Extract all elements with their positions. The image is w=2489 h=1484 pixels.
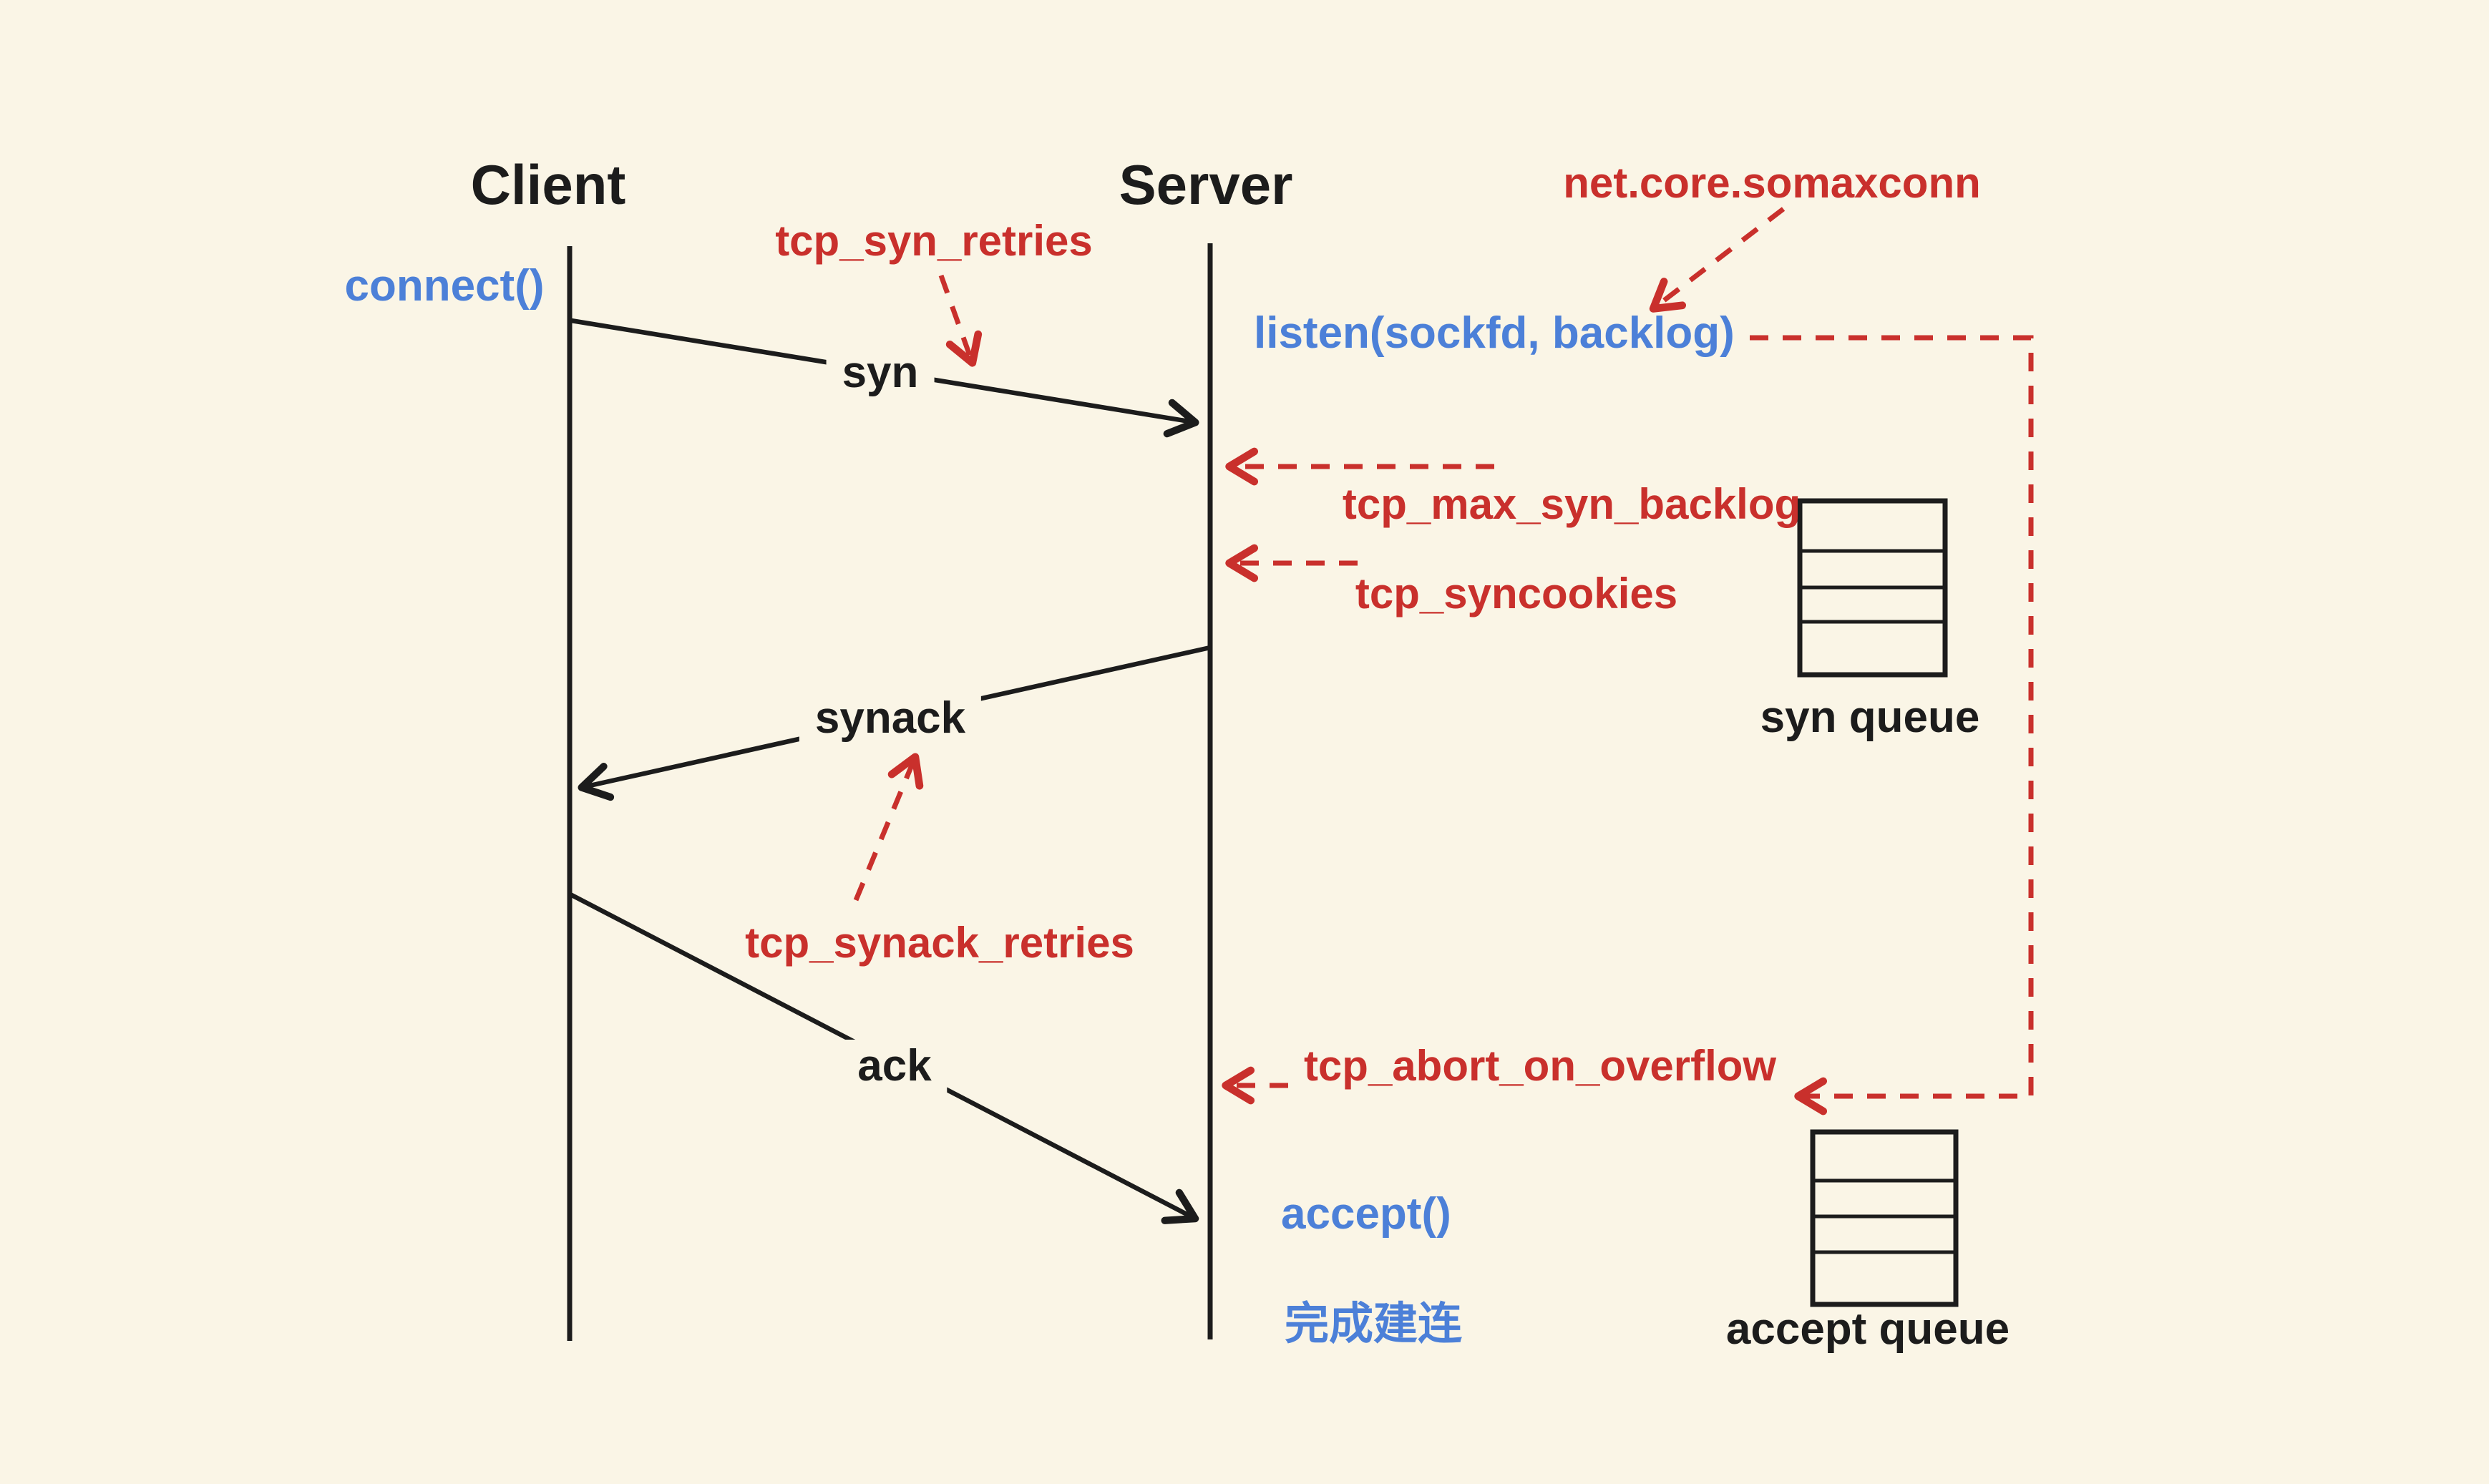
backlog-feedback-path bbox=[1750, 335, 2034, 1116]
syn-queue-label: syn queue bbox=[1760, 693, 1980, 742]
syscall-accept-label: accept() bbox=[1281, 1189, 1451, 1239]
syn-retries-arrow bbox=[938, 274, 983, 367]
msg-ack-label: ack bbox=[842, 1040, 948, 1093]
msg-syn-label: syn bbox=[826, 346, 935, 399]
accept-queue-label: accept queue bbox=[1725, 1304, 2010, 1354]
syscall-listen-label: listen(sockfd, backlog) bbox=[1254, 308, 1735, 358]
param-somaxconn-label: net.core.somaxconn bbox=[1563, 159, 1981, 207]
msg-synack-label: synack bbox=[799, 692, 982, 745]
param-abort-on-overflow-label: tcp_abort_on_overflow bbox=[1303, 1042, 1777, 1090]
syscall-connect-label: connect() bbox=[344, 261, 545, 311]
accept-queue-box bbox=[1810, 1129, 1959, 1307]
param-synack-retries-label: tcp_synack_retries bbox=[745, 919, 1134, 967]
somaxconn-arrow bbox=[1649, 207, 1786, 313]
syn-queue-box bbox=[1797, 498, 1948, 678]
param-syncookies-label: tcp_syncookies bbox=[1355, 570, 1678, 617]
client-title: Client bbox=[470, 153, 626, 216]
synack-retries-arrow bbox=[853, 753, 924, 902]
param-syn-retries-label: tcp_syn_retries bbox=[775, 217, 1093, 265]
status-established-label: 完成建连 bbox=[1285, 1299, 1463, 1349]
param-max-syn-backlog-label: tcp_max_syn_backlog bbox=[1342, 480, 1801, 528]
server-title: Server bbox=[1119, 153, 1293, 216]
